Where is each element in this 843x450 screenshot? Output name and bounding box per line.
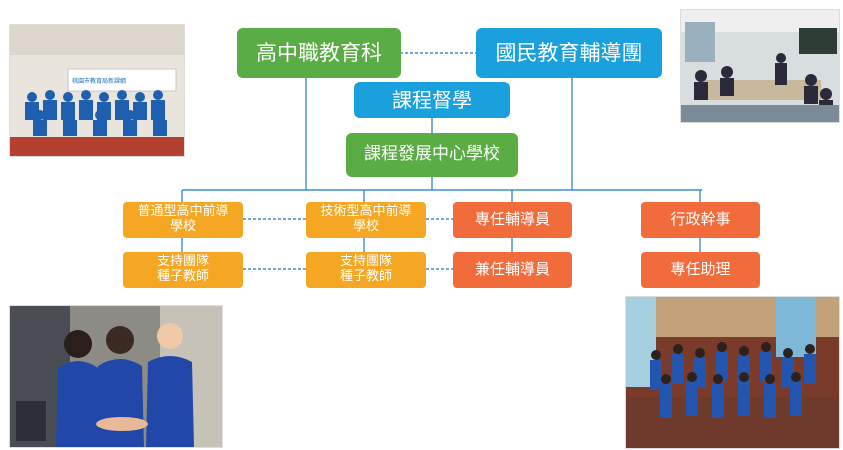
full-counselor-box: 專任輔導員 — [453, 202, 572, 238]
support-team-box-1: 支持團隊種子教師 — [123, 252, 243, 288]
senior-high-box: 高中職教育科 — [237, 28, 401, 78]
admin-label: 行政幹事 — [670, 210, 731, 229]
group-photo-top-left-image: 桃園市教育局新課綱 — [10, 25, 184, 156]
photo-banner-text: 桃園市教育局新課綱 — [72, 77, 126, 85]
assistant-label: 專任助理 — [670, 260, 731, 279]
classroom-photo-image — [681, 10, 839, 122]
general-school-label: 普通型高中前導學校 — [137, 204, 229, 234]
support-team-label-2: 支持團隊種子教師 — [339, 254, 392, 284]
tech-school-label: 技術型高中前導學校 — [320, 204, 412, 234]
senior-high-label: 高中職教育科 — [256, 40, 382, 65]
three-teachers-photo-image — [10, 306, 222, 447]
tech-school-box: 技術型高中前導學校 — [306, 202, 426, 238]
group-photo-bottom-right — [625, 296, 840, 449]
general-school-box: 普通型高中前導學校 — [123, 202, 243, 238]
center-school-box: 課程發展中心學校 — [346, 133, 518, 177]
part-counselor-box: 兼任輔導員 — [453, 252, 572, 288]
center-school-label: 課程發展中心學校 — [364, 144, 500, 165]
full-counselor-label: 專任輔導員 — [474, 210, 550, 229]
three-teachers-photo-bottom-left — [9, 305, 223, 448]
support-team-label-1: 支持團隊種子教師 — [156, 254, 209, 284]
supervision-label: 課程督學 — [392, 87, 472, 112]
national-edu-label: 國民教育輔導團 — [495, 40, 643, 65]
assistant-box: 專任助理 — [641, 252, 760, 288]
supervision-box: 課程督學 — [354, 82, 510, 118]
part-counselor-label: 兼任輔導員 — [474, 260, 550, 279]
classroom-photo-top-right — [680, 9, 840, 123]
group-photo-bottom-right-image — [626, 297, 839, 448]
admin-box: 行政幹事 — [641, 202, 760, 238]
group-photo-top-left: 桃園市教育局新課綱 — [9, 24, 185, 157]
national-edu-box: 國民教育輔導團 — [476, 28, 662, 78]
support-team-box-2: 支持團隊種子教師 — [306, 252, 426, 288]
